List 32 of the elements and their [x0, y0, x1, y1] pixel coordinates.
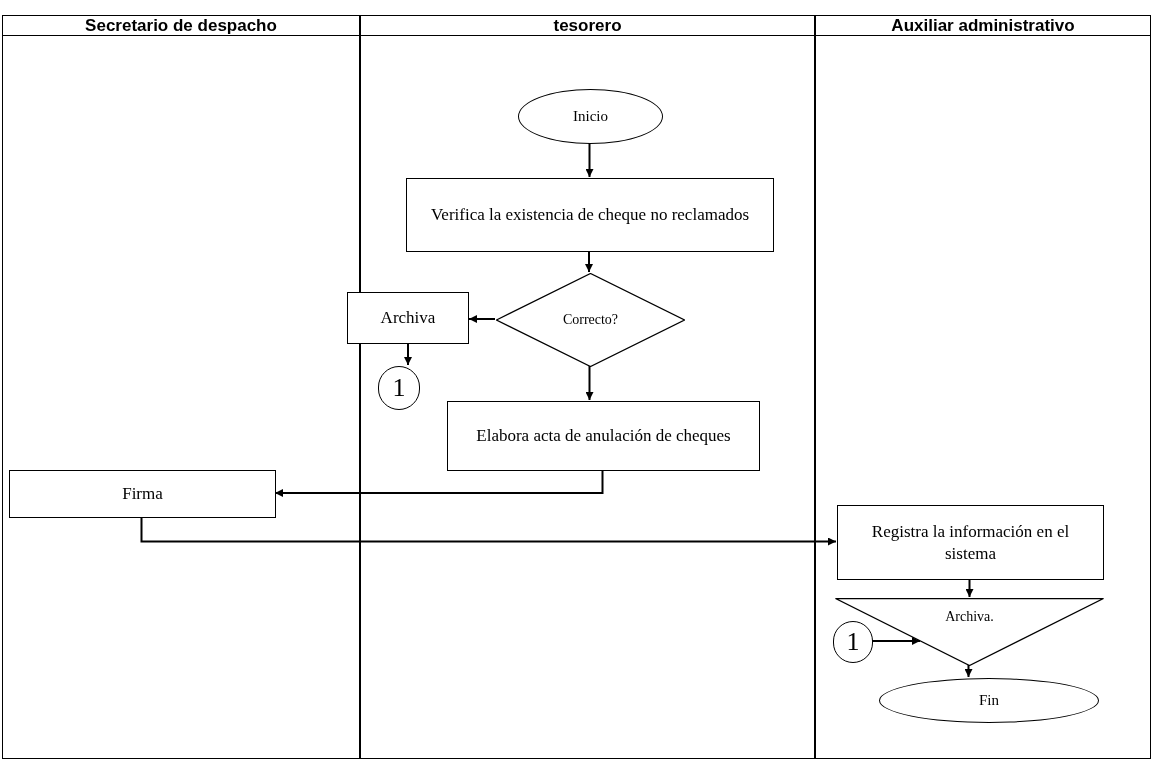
shape-label: 1	[845, 625, 861, 658]
arrow	[585, 250, 593, 273]
shape-label: Firma	[121, 483, 164, 505]
shape-label: Archiva.	[944, 608, 995, 626]
arrow	[965, 578, 974, 598]
arrow	[140, 516, 837, 546]
shape-label: Verifica la existencia de cheque no reclamados	[429, 204, 751, 226]
shape-label: Elabora acta de anulación de cheques	[475, 425, 732, 447]
process-box	[9, 470, 276, 518]
lane-header: Secretario de despacho	[3, 16, 359, 36]
swimlane	[2, 15, 360, 759]
arrow	[404, 343, 412, 366]
shape-label: 1	[391, 371, 407, 404]
arrow	[964, 664, 973, 678]
swimlane	[815, 15, 1151, 759]
arrow	[585, 142, 594, 178]
shape-label: Correcto?	[561, 311, 620, 329]
process-box	[347, 292, 469, 344]
lane-header: tesorero	[361, 16, 814, 36]
shape-label: Registra la información en el sistema	[870, 521, 1071, 564]
process-box	[406, 178, 774, 252]
arrow	[468, 315, 496, 323]
lane-header: Auxiliar administrativo	[816, 16, 1150, 36]
swimlane	[360, 15, 815, 759]
arrow	[871, 637, 922, 645]
process-box	[447, 401, 760, 471]
process-box	[837, 505, 1104, 580]
arrow	[585, 365, 594, 401]
shape-label: Inicio	[572, 107, 609, 126]
shape-label: Archiva	[379, 307, 437, 329]
arrow	[274, 469, 604, 497]
shape-label: Fin	[978, 691, 1000, 710]
